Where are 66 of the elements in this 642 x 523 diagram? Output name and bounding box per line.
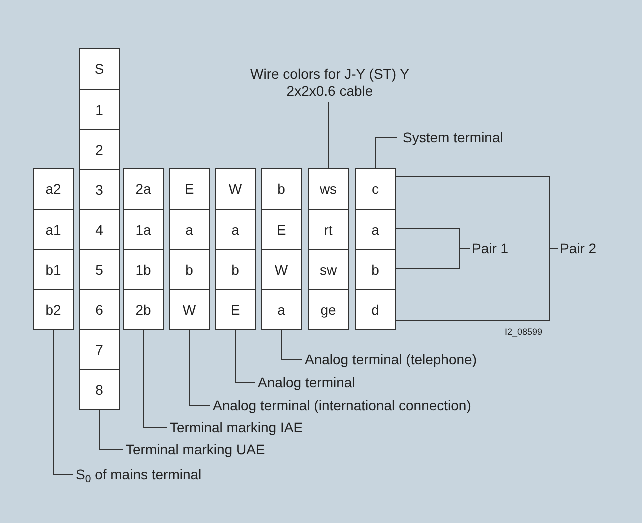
terminal-cell: 1 (80, 89, 119, 129)
terminal-cell: rt (309, 209, 348, 249)
terminal-cell: d (356, 289, 395, 329)
callout-text: Wire colors for J-Y (ST) Y 2x2x0.6 cable (232, 66, 428, 100)
terminal-cell: W (216, 169, 255, 209)
leader-line (53, 330, 74, 476)
terminal-cell: a (170, 209, 209, 249)
terminal-strip (79, 48, 120, 410)
terminal-cell: W (170, 289, 209, 329)
terminal-cell: a (356, 209, 395, 249)
callout-text: Pair 2 (560, 240, 597, 258)
leader-line (189, 330, 210, 406)
leader-line (328, 102, 329, 168)
leader-line (143, 330, 168, 428)
terminal-cell: S (80, 49, 119, 89)
terminal-cell: b (356, 249, 395, 289)
terminal-cell: 5 (80, 249, 119, 289)
bracket-line (394, 248, 470, 270)
terminal-cell: ws (309, 169, 348, 209)
terminal-cell: 2a (124, 169, 163, 209)
terminal-cell: b (216, 249, 255, 289)
terminal-cell: b1 (34, 249, 73, 289)
terminal-cell: b (170, 249, 209, 289)
terminal-cell: b2 (34, 289, 73, 329)
terminal-cell: 8 (80, 369, 119, 409)
leader-line (281, 330, 302, 360)
terminal-cell: 1b (124, 249, 163, 289)
bracket-line (394, 248, 558, 322)
callout-text: System terminal (403, 130, 504, 146)
leader-line (99, 410, 124, 450)
terminal-cell: sw (309, 249, 348, 289)
terminal-cell: 7 (80, 329, 119, 369)
terminal-strip (355, 168, 396, 330)
terminal-cell: b (262, 169, 301, 209)
terminal-cell: 3 (80, 169, 119, 209)
terminal-cell: 2b (124, 289, 163, 329)
terminal-cell: E (170, 169, 209, 209)
terminal-cell: a (216, 209, 255, 249)
terminal-cell: a1 (34, 209, 73, 249)
terminal-cell: 1a (124, 209, 163, 249)
terminal-cell: 4 (80, 209, 119, 249)
terminal-strip (215, 168, 256, 330)
terminal-strip (308, 168, 349, 330)
terminal-strip (261, 168, 302, 330)
terminal-cell: a2 (34, 169, 73, 209)
terminal-strip (169, 168, 210, 330)
leader-line (235, 330, 256, 384)
drawing-id: I2_08599 (505, 327, 543, 337)
terminal-strip (33, 168, 74, 330)
callout-text: Analog terminal (258, 374, 356, 392)
terminal-cell: E (262, 209, 301, 249)
terminal-cell: ge (309, 289, 348, 329)
terminal-cell: a (262, 289, 301, 329)
callout-text: Terminal marking IAE (170, 420, 304, 436)
terminal-cell: E (216, 289, 255, 329)
callout-text: Analog terminal (telephone) (305, 352, 477, 368)
terminal-cell: W (262, 249, 301, 289)
callout-text: Analog terminal (international connection) (213, 398, 472, 414)
terminal-cell: 2 (80, 129, 119, 169)
terminal-cell: 6 (80, 289, 119, 329)
callout-text: S$_{0}$ of mains terminal (76, 466, 202, 484)
terminal-strip (123, 168, 164, 330)
callout-text: Terminal marking UAE (126, 442, 266, 458)
callout-text: Pair 1 (472, 240, 509, 258)
leader-line (375, 138, 398, 168)
terminal-cell: c (356, 169, 395, 209)
